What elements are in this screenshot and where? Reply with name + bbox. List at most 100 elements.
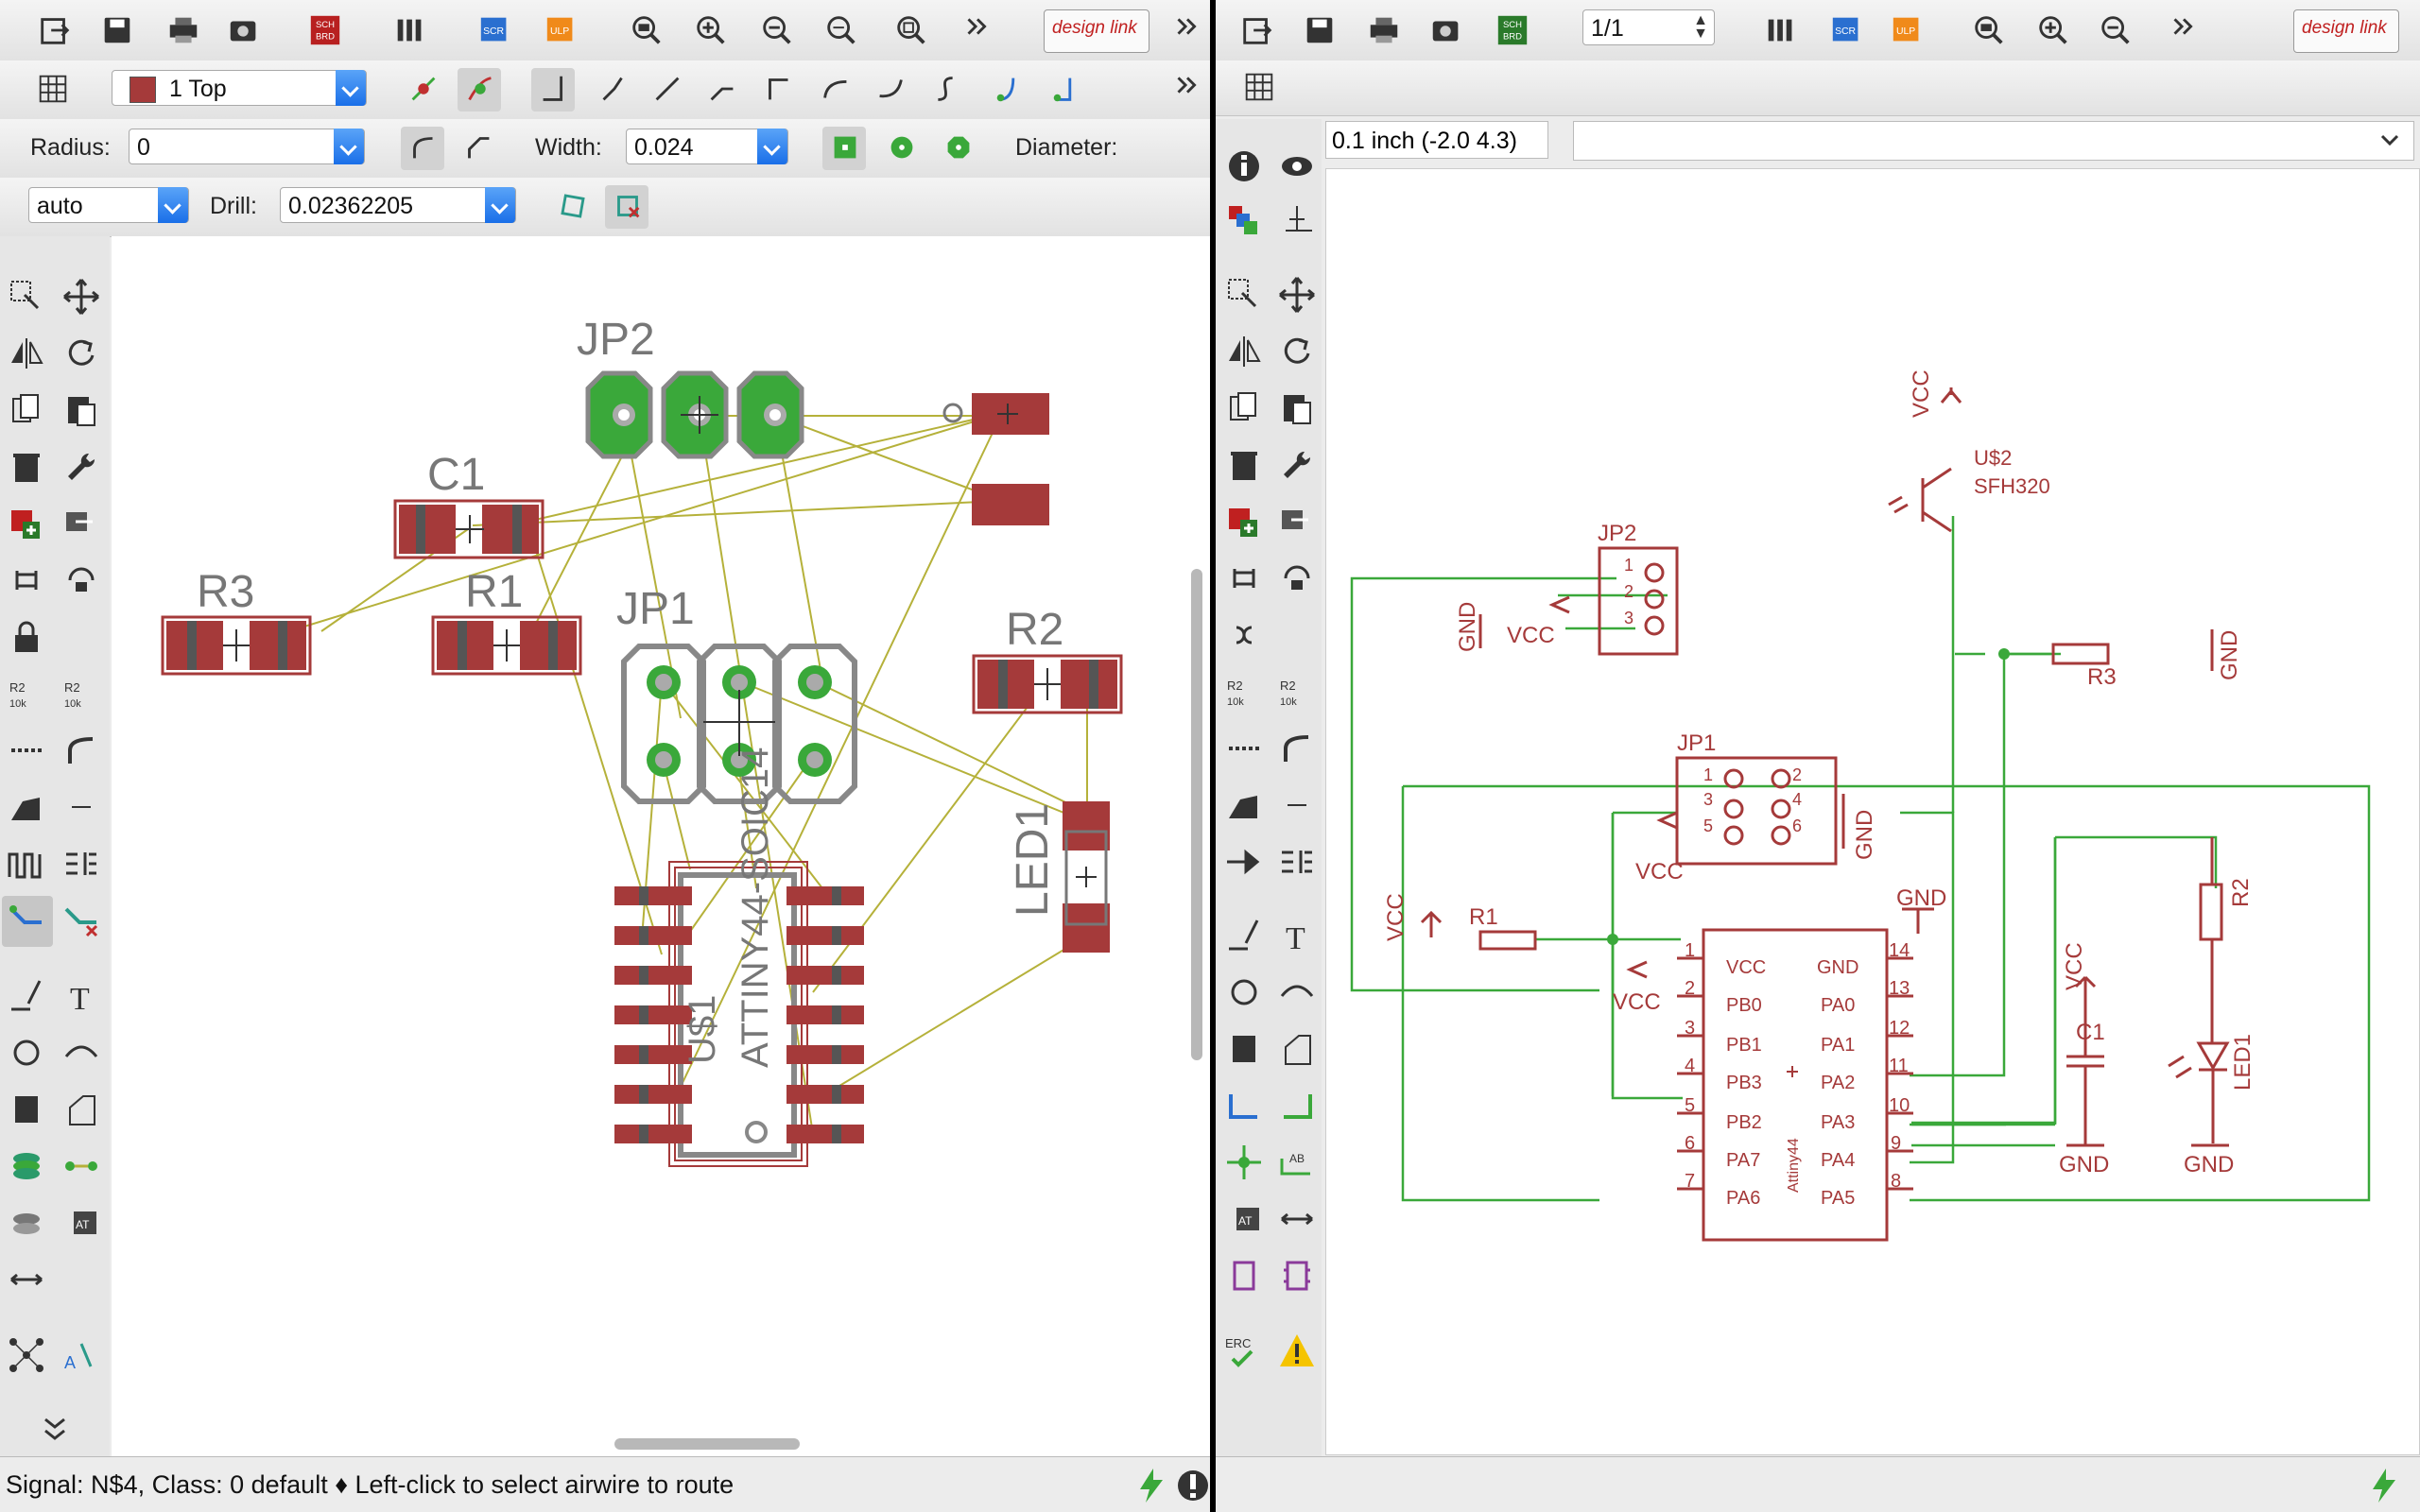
lightning-icon[interactable] <box>2363 1465 2405 1506</box>
print-icon[interactable] <box>161 8 206 53</box>
via-octagon-icon[interactable] <box>936 125 981 170</box>
mark-icon[interactable] <box>1276 200 1318 242</box>
more-chevron-icon[interactable] <box>955 4 1000 49</box>
signal-icon[interactable] <box>60 1145 102 1187</box>
more-options-chevron-icon[interactable] <box>1165 62 1210 108</box>
zoom-fit-icon[interactable] <box>624 8 669 53</box>
rectangle-icon[interactable] <box>6 1089 47 1130</box>
delete-icon[interactable] <box>1223 444 1265 486</box>
autorouter-icon[interactable]: A <box>60 1334 102 1376</box>
optimize-icon[interactable] <box>1223 784 1265 826</box>
info-icon[interactable] <box>1223 146 1265 187</box>
arc-icon[interactable] <box>60 1032 102 1074</box>
via-shape-select[interactable]: auto <box>28 187 189 223</box>
bend-style-4-icon[interactable] <box>756 66 802 112</box>
mirror-icon[interactable] <box>6 333 47 374</box>
c1-footprint[interactable] <box>393 499 544 559</box>
label-icon[interactable]: AB <box>1276 1142 1318 1183</box>
round-corner-icon[interactable] <box>401 125 446 170</box>
design-link-button[interactable]: design link <box>2293 9 2399 53</box>
via-round-icon[interactable] <box>879 125 925 170</box>
move-icon[interactable] <box>1276 274 1318 316</box>
modules-icon[interactable] <box>1276 1255 1318 1297</box>
airwire-toggle[interactable] <box>605 185 648 229</box>
grid-icon[interactable] <box>30 66 76 112</box>
via-icon[interactable] <box>6 1145 47 1187</box>
airwire-icon[interactable] <box>605 183 650 229</box>
wire-bend-ratsnest-icon[interactable] <box>401 66 446 112</box>
follow-me-route-full-icon[interactable] <box>1044 66 1089 112</box>
miter-icon[interactable] <box>1276 728 1318 769</box>
wrench-icon[interactable] <box>60 446 102 488</box>
hole-icon[interactable] <box>6 1202 47 1244</box>
replace-part-icon[interactable] <box>1276 501 1318 542</box>
junction-icon[interactable] <box>1223 1142 1265 1183</box>
split-icon[interactable] <box>1223 728 1265 769</box>
bus-line-icon[interactable] <box>1276 1085 1318 1126</box>
bend-style-0-icon[interactable] <box>531 66 577 112</box>
rotate-icon[interactable] <box>60 333 102 374</box>
save-icon[interactable] <box>95 8 140 53</box>
wire-icon[interactable] <box>1223 915 1265 956</box>
change-package-icon[interactable] <box>1276 558 1318 599</box>
grid-icon[interactable] <box>1236 64 1282 110</box>
replace-part-icon[interactable] <box>60 503 102 544</box>
polygon-icon[interactable] <box>1276 1028 1318 1070</box>
add-part-icon[interactable] <box>1223 501 1265 542</box>
select-icon[interactable] <box>1223 274 1265 316</box>
schematic-canvas[interactable]: JP2 JP1 R1 R3 C1 U$2 SFH320 R2 LED1 Atti… <box>1325 168 2420 1455</box>
schematic-nets[interactable] <box>1350 516 2371 1202</box>
chamfer-corner-icon[interactable] <box>456 125 501 170</box>
open-icon[interactable] <box>1235 8 1280 53</box>
add-part-icon[interactable] <box>6 503 47 544</box>
align-icon[interactable] <box>60 843 102 885</box>
pane-divider[interactable] <box>1210 0 1216 1512</box>
board-drawing[interactable]: JP2 C1 <box>112 236 1210 1457</box>
zoom-in-icon[interactable] <box>688 8 734 53</box>
bus-icon[interactable] <box>1223 841 1265 883</box>
show-eye-icon[interactable] <box>1276 146 1318 187</box>
board-canvas[interactable]: JP2 C1 <box>112 236 1210 1457</box>
dimension-icon[interactable] <box>1276 1198 1318 1240</box>
text-icon[interactable]: T <box>60 975 102 1017</box>
wrench-icon[interactable] <box>1276 444 1318 486</box>
follow-me-route-icon[interactable] <box>987 66 1032 112</box>
design-link-button[interactable]: design link <box>1044 9 1150 53</box>
ratsnest-icon[interactable] <box>6 1334 47 1376</box>
schematic-symbols[interactable] <box>1420 387 2230 1242</box>
jp1-footprint[interactable] <box>621 644 857 804</box>
mirror-icon[interactable] <box>1223 331 1265 372</box>
bend-style-1-icon[interactable] <box>590 66 635 112</box>
sidebar-expand-icon[interactable] <box>34 1408 76 1450</box>
bend-style-5-icon[interactable] <box>813 66 858 112</box>
route-icon[interactable] <box>6 900 47 941</box>
bend-style-6-icon[interactable] <box>868 66 913 112</box>
more-chevron-icon[interactable] <box>2161 4 2206 49</box>
zoom-out-icon[interactable] <box>754 8 800 53</box>
wire-icon[interactable] <box>6 975 47 1017</box>
command-line-input[interactable] <box>1573 121 2414 161</box>
cam-icon[interactable] <box>221 8 267 53</box>
bend-style-7-icon[interactable] <box>923 66 968 112</box>
width-field[interactable]: 0.024 <box>626 129 788 164</box>
delete-icon[interactable] <box>6 446 47 488</box>
lock-icon[interactable] <box>6 616 47 658</box>
u1-footprint[interactable] <box>614 861 864 1167</box>
print-icon[interactable] <box>1361 8 1407 53</box>
ripup-icon[interactable] <box>60 900 102 941</box>
change-package-icon[interactable] <box>60 559 102 601</box>
net-icon[interactable] <box>1223 1085 1265 1126</box>
radius-dropdown-arrow[interactable] <box>334 129 364 164</box>
split-icon[interactable] <box>6 730 47 771</box>
zoom-redraw-icon[interactable] <box>819 8 864 53</box>
jp2-footprint[interactable] <box>585 370 804 459</box>
text-icon[interactable]: T <box>1276 915 1318 956</box>
polygon-icon[interactable] <box>60 1089 102 1130</box>
move-icon[interactable] <box>60 276 102 318</box>
zoom-select-icon[interactable] <box>889 8 934 53</box>
r3-footprint[interactable] <box>161 615 312 676</box>
paste-icon[interactable] <box>1276 387 1318 429</box>
rectangle-icon[interactable] <box>1223 1028 1265 1070</box>
